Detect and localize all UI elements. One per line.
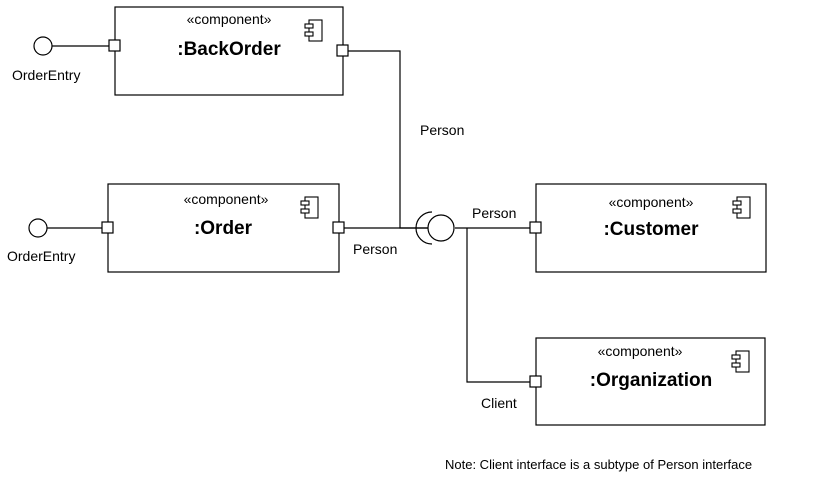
component-icon [304,19,323,42]
customer-name: :Customer [603,219,699,240]
backorder-orderentry-label: OrderEntry [12,67,80,83]
backorder-stereotype: «component» [187,11,272,27]
order-orderentry-interface [28,218,48,238]
order-orderentry-port [101,221,114,234]
organization-component[interactable]: «component» :Organization [529,337,766,426]
backorder-orderentry-port [108,39,121,52]
organization-name: :Organization [590,370,712,391]
order-name: :Order [194,218,253,239]
organization-stereotype: «component» [598,343,683,359]
component-icon [731,350,750,373]
order-box [107,183,340,273]
component-icon [300,196,319,219]
person-interface-ball [427,214,455,242]
component-icon [732,196,751,219]
person-ball-to-organization-wire [466,228,531,383]
organization-client-label: Client [481,395,517,411]
connectors [47,45,531,383]
backorder-component[interactable]: «component» :BackOrder [108,6,349,96]
person-socket [415,211,433,245]
order-person-port [332,221,345,234]
backorder-person-label: Person [420,122,464,138]
customer-box [535,183,767,273]
customer-stereotype: «component» [609,194,694,210]
customer-person-port [529,221,542,234]
organization-box [535,337,766,426]
backorder-name: :BackOrder [177,39,281,60]
order-person-label: Person [353,241,397,257]
backorder-to-person-socket-wire [348,50,428,229]
subtype-note: Note: Client interface is a subtype of P… [445,457,752,472]
backorder-person-port [336,44,349,57]
customer-component[interactable]: «component» :Customer [529,183,767,273]
customer-person-label: Person [472,205,516,221]
backorder-orderentry-interface [33,36,53,56]
person-interface [415,211,455,245]
order-orderentry-label: OrderEntry [7,248,75,264]
order-component[interactable]: «component» :Order [101,183,345,273]
order-stereotype: «component» [184,191,269,207]
organization-client-port [529,375,542,388]
